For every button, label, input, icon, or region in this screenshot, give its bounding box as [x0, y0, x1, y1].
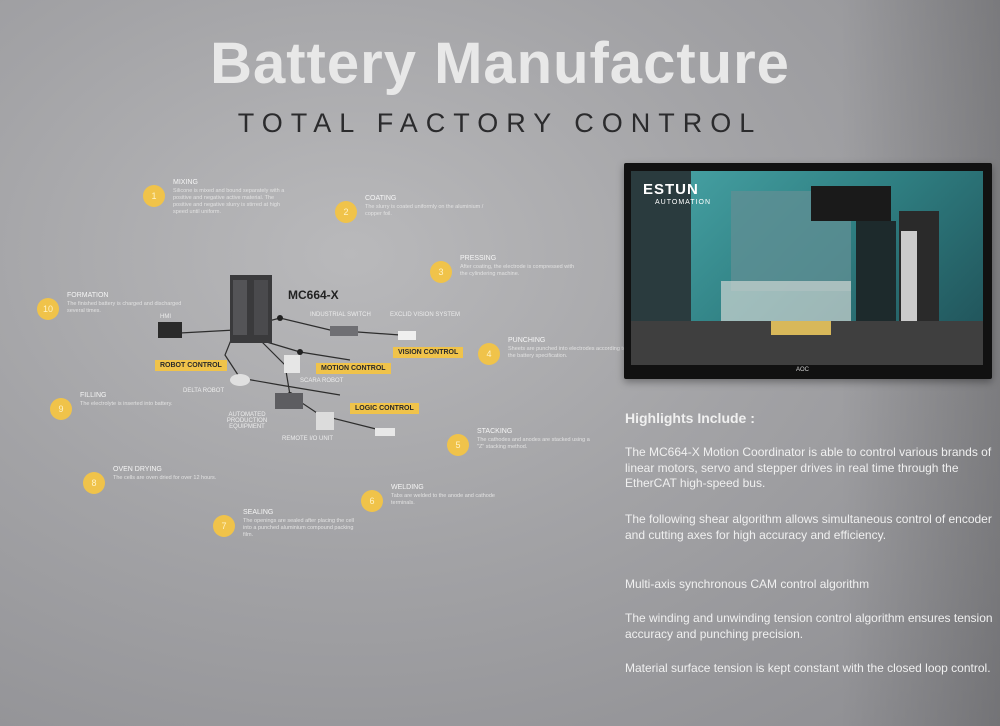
monitor-screen: ESTUN AUTOMATION: [631, 171, 983, 365]
hmi-screen: [158, 322, 182, 338]
step-desc: The openings are sealed after placing th…: [243, 518, 354, 538]
machine-yellow-plate: [771, 321, 831, 335]
vision-control-tag: VISION CONTROL: [393, 347, 464, 358]
machine-top-block: [811, 186, 891, 221]
robot-body: [230, 374, 250, 386]
step-name: COATING: [365, 195, 397, 202]
vision-system-label: EXCLID VISION SYSTEM: [390, 312, 461, 318]
robot-body: [284, 355, 300, 373]
step-number: 10: [37, 298, 59, 320]
step-number: 1: [143, 185, 165, 207]
step-number: 3: [430, 261, 452, 283]
step-desc: Silicone is mixed and bound separately w…: [173, 188, 285, 215]
highlight-item: Material surface tension is kept constan…: [625, 661, 991, 675]
switch-body: [330, 326, 358, 336]
estun-logo: ESTUN: [643, 181, 699, 198]
industrial-switch: [330, 326, 358, 336]
step-desc: After coating, the electrode is compress…: [460, 264, 575, 277]
step-desc: The finished battery is charged and disc…: [67, 301, 182, 314]
io-connector: [375, 428, 395, 436]
step-number: 4: [478, 343, 500, 365]
step-name: FORMATION: [67, 292, 109, 299]
step-name: OVEN DRYING: [113, 466, 162, 473]
delta-label: DELTA ROBOT: [183, 388, 225, 394]
page-subtitle: TOTAL FACTORY CONTROL: [237, 108, 763, 138]
hmi-label: HMI: [160, 314, 171, 320]
scara-robot: [284, 355, 300, 373]
vision-camera: [398, 331, 416, 340]
step-number: 5: [447, 434, 469, 456]
step-number: 7: [213, 515, 235, 537]
step-name: MIXING: [173, 179, 198, 186]
link-main: [179, 317, 401, 336]
step-number: 6: [361, 490, 383, 512]
robot-control-tag: ROBOT CONTROL: [155, 360, 227, 371]
equipment-body: [275, 393, 303, 409]
page-title: Battery Manufacture: [210, 31, 790, 96]
step-desc: Tabs are welded to the anode and cathode…: [391, 493, 495, 506]
mc664-controller: [230, 275, 272, 343]
link-automated: [239, 377, 341, 396]
display-monitor: ESTUN AUTOMATION AOC: [624, 163, 992, 379]
machine-white-slat: [901, 231, 917, 341]
step-number: 2: [335, 201, 357, 223]
step-desc: Sheets are punched into electrodes accor…: [508, 346, 627, 359]
step-name: FILLING: [80, 392, 107, 399]
step-number: 9: [50, 398, 72, 420]
node-dot: [297, 349, 303, 355]
highlight-item: Multi-axis synchronous CAM control algor…: [625, 577, 870, 591]
step-name: PUNCHING: [508, 337, 546, 344]
step-desc: The cathodes and anodes are stacked usin…: [477, 437, 590, 450]
automated-equipment: [275, 393, 303, 409]
step-desc: The electrolyte is inserted into battery…: [80, 401, 173, 407]
step-name: SEALING: [243, 509, 274, 516]
remote-io: [316, 412, 395, 436]
logic-control-tag: LOGIC CONTROL: [350, 403, 419, 414]
machine-footage: [631, 171, 983, 365]
highlight-item: The winding and unwinding tension contro…: [625, 611, 993, 641]
step-name: WELDING: [391, 484, 424, 491]
io-unit: [316, 412, 334, 430]
scara-label: SCARA ROBOT: [300, 378, 344, 384]
remote-io-label: REMOTE I/O UNIT: [282, 436, 333, 442]
step-desc: The cells are oven dried for over 12 hou…: [113, 475, 217, 481]
step-name: STACKING: [477, 428, 513, 435]
highlight-item: The MC664-X Motion Coordinator is able t…: [625, 445, 992, 490]
controller-panel: [254, 280, 268, 335]
hmi-device: [158, 322, 182, 338]
step-number: 8: [83, 472, 105, 494]
controller-label: MC664-X: [288, 288, 339, 302]
node-dot: [277, 315, 283, 321]
estun-logo-sub: AUTOMATION: [655, 199, 712, 206]
motion-control-tag: MOTION CONTROL: [316, 363, 391, 374]
delta-robot: [230, 374, 250, 386]
controller-panel: [233, 280, 247, 335]
step-desc: The slurry is coated uniformly on the al…: [365, 204, 484, 217]
camera-body: [398, 331, 416, 340]
switch-label: INDUSTRIAL SWITCH: [310, 312, 371, 318]
automated-label: AUTOMATED PRODUCTION EQUIPMENT: [226, 412, 268, 430]
highlights-title: Highlights Include :: [625, 410, 755, 426]
step-name: PRESSING: [460, 255, 497, 262]
highlight-item: The following shear algorithm allows sim…: [625, 512, 992, 542]
monitor-brand: AOC: [796, 367, 810, 373]
